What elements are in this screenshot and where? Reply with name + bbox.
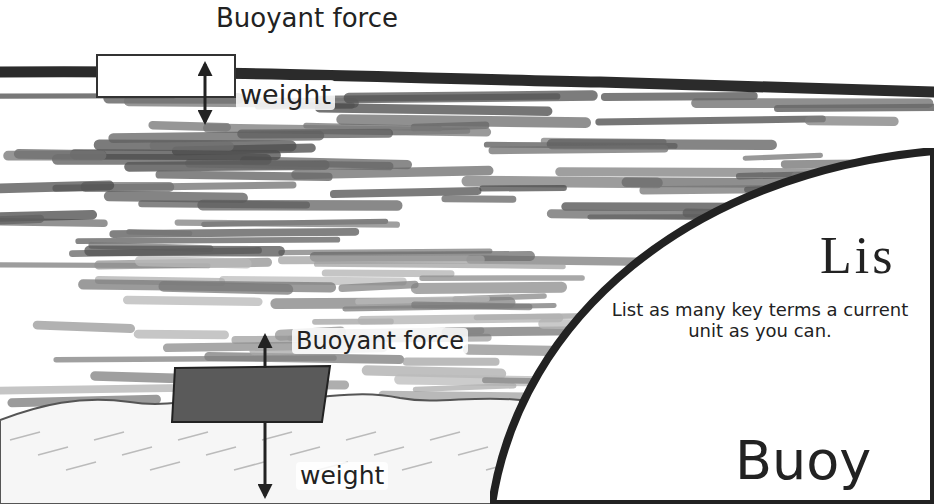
force-label: Buoyant force: [292, 328, 468, 354]
sunken-block: [172, 366, 330, 422]
scribble-stroke: [416, 287, 561, 288]
scribble-stroke: [358, 298, 487, 301]
sand-hatching: [10, 432, 516, 470]
scribble-stroke: [334, 191, 478, 194]
scribble-stroke: [83, 284, 331, 287]
sand-mark: [150, 462, 180, 470]
scribble-stroke: [178, 223, 397, 225]
scribble-stroke: [809, 116, 894, 126]
scribble-stroke: [362, 318, 559, 320]
floating-block: [97, 55, 235, 97]
scribble-stroke: [138, 330, 225, 340]
scribble-stroke: [37, 325, 130, 328]
scribble-stroke: [445, 195, 513, 203]
sand-mark: [178, 432, 208, 440]
sand-mark: [234, 462, 264, 470]
scribble-stroke: [342, 285, 415, 289]
scribble-stroke: [129, 232, 189, 234]
handwritten-term: Buoy: [735, 430, 871, 492]
scribble-stroke: [90, 245, 280, 256]
scribble-stroke: [415, 386, 513, 390]
scribble-stroke: [78, 240, 337, 241]
scribble-stroke: [154, 141, 229, 151]
scribble-stroke: [109, 196, 243, 198]
sand-mark: [374, 447, 404, 455]
scribble-stroke: [99, 145, 291, 146]
sand-mark: [66, 462, 96, 470]
scribble-stroke: [407, 358, 496, 366]
sand-mark: [402, 462, 432, 470]
scribble-stroke: [696, 98, 929, 108]
force-label: weight: [236, 80, 335, 110]
scribble-stroke: [282, 255, 481, 264]
scribble-stroke: [113, 232, 355, 234]
panel-heading: Lis: [820, 226, 895, 286]
scribble-stroke: [367, 370, 501, 373]
buoyant-arrow-bottom: [264, 336, 267, 368]
scribble-stroke: [422, 275, 582, 281]
sand-mark: [206, 447, 236, 455]
scribble-stroke: [140, 261, 247, 263]
scribble-stroke: [342, 119, 586, 122]
key-terms-panel: LisList as many key terms a current unit…: [490, 148, 934, 504]
sand-mark: [94, 432, 124, 440]
sand-mark: [10, 432, 40, 440]
sand-mark: [430, 432, 460, 440]
scribble-stroke: [745, 155, 820, 158]
sand-mark: [38, 447, 68, 455]
scribble-stroke: [599, 119, 823, 122]
scribble-stroke: [0, 185, 109, 189]
scribble-stroke: [296, 171, 489, 175]
scribble-stroke: [482, 185, 564, 191]
weight-arrow-bottom: [264, 422, 267, 496]
scribble-stroke: [317, 264, 564, 266]
force-arrows-top: [204, 64, 207, 122]
scribble-stroke: [349, 96, 593, 98]
sand-mark: [346, 432, 376, 440]
scribble-stroke: [142, 204, 307, 205]
scribble-stroke: [8, 151, 101, 161]
scribble-stroke: [0, 219, 40, 221]
scribble-stroke: [56, 358, 334, 360]
scribble-stroke: [415, 305, 529, 307]
force-label: Buoyant force: [212, 4, 402, 33]
sand-mark: [458, 447, 488, 455]
force-label: weight: [296, 462, 388, 490]
sand-mark: [290, 447, 320, 455]
scribble-stroke: [113, 136, 319, 139]
scribble-stroke: [319, 108, 547, 111]
scribble-stroke: [127, 300, 258, 302]
panel-instructions: List as many key terms a current unit as…: [600, 300, 920, 341]
panel-border: [492, 151, 934, 504]
scribble-stroke: [223, 280, 402, 281]
sand-mark: [122, 447, 152, 455]
scribble-stroke: [492, 149, 664, 151]
